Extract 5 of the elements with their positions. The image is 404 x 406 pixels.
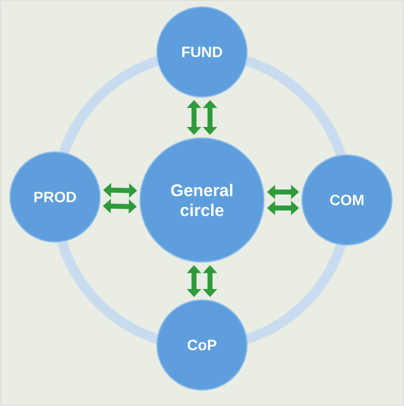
circle-node: PROD xyxy=(9,151,101,243)
circle-node: COM xyxy=(301,154,393,246)
circle-node: CoP xyxy=(156,299,248,391)
circle-node: General circle xyxy=(139,137,265,263)
circle-node: FUND xyxy=(156,6,248,98)
